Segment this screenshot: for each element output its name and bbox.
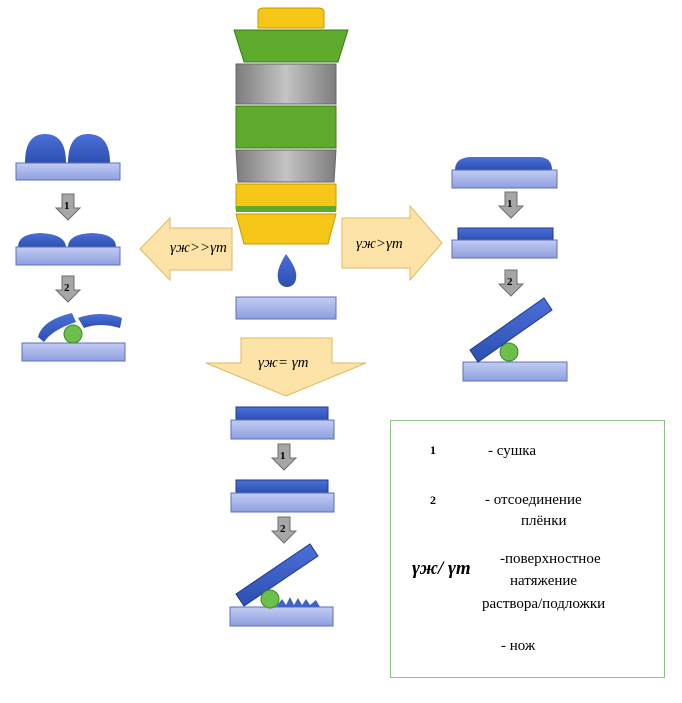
legend-drying-label: - сушка [488, 443, 536, 459]
right-column [451, 157, 568, 382]
legend-tension-label-3: раствора/подложки [482, 596, 606, 612]
right-step1-number: 1 [507, 198, 513, 210]
legend [390, 420, 665, 678]
left-arrow-label: γж>>γт [170, 240, 227, 256]
left-column [15, 134, 126, 362]
right-substrate-1 [451, 169, 558, 189]
left-film-curl-1 [38, 313, 76, 342]
left-film-a [18, 233, 66, 247]
center-step2-arrow [270, 516, 298, 544]
droplet [277, 254, 297, 287]
nozzle-green-stripe [236, 206, 336, 212]
left-substrate-2 [15, 246, 121, 266]
right-arrow-label: γж>γт [356, 236, 403, 252]
right-step2-arrow [497, 269, 525, 297]
legend-symbol: γж/ γт [412, 558, 471, 579]
nozzle-gray-2 [235, 149, 337, 183]
center-step1-arrow [270, 443, 298, 471]
left-droplet-2 [68, 134, 110, 163]
left-substrate-3 [21, 342, 126, 362]
left-knife [63, 324, 83, 344]
nozzle-green-top [233, 29, 349, 63]
center-film-lifted [235, 543, 319, 607]
center-substrate [235, 296, 337, 320]
center-step1-number: 1 [280, 450, 286, 462]
left-step2-number: 2 [64, 282, 70, 294]
left-step1-arrow [54, 193, 82, 221]
legend-detach-label-1: - отсоединение [485, 492, 582, 508]
left-arrow [139, 216, 233, 282]
center-step2-number: 2 [280, 523, 286, 535]
right-knife [499, 342, 519, 362]
center-substrate-2 [230, 492, 335, 513]
right-droplet [455, 157, 552, 170]
center-substrate-3 [229, 606, 334, 627]
legend-tension-label-1: -поверхностное [500, 551, 601, 567]
right-substrate-2 [451, 239, 558, 259]
right-arrow [341, 204, 443, 282]
center-knife [260, 589, 280, 609]
right-film [457, 227, 554, 241]
center-column [229, 406, 335, 627]
center-substrate-1 [230, 419, 335, 440]
right-step2-number: 2 [507, 276, 513, 288]
right-step1-arrow [497, 191, 525, 219]
left-film-b [68, 233, 116, 247]
nozzle-gray-1 [235, 63, 337, 105]
nozzle-cap [257, 7, 325, 29]
legend-step1-number: 1 [430, 443, 436, 457]
left-step1-number: 1 [64, 200, 70, 212]
left-film-curl-2 [78, 314, 122, 328]
right-substrate-3 [462, 361, 568, 382]
left-step2-arrow [54, 275, 82, 303]
legend-detach-label-2: плёнки [521, 513, 567, 529]
nozzle-tip [235, 213, 337, 245]
legend-step2-number: 2 [430, 493, 436, 507]
legend-knife-label: - нож [501, 638, 536, 654]
right-film-lifted [469, 297, 553, 363]
down-arrow [205, 337, 367, 397]
left-droplet-1 [25, 134, 66, 163]
center-film-2 [235, 479, 329, 494]
down-arrow-label: γж= γт [258, 355, 309, 371]
step-arrows [54, 191, 525, 544]
center-film-1 [235, 406, 329, 421]
nozzle [233, 7, 349, 245]
left-substrate-1 [15, 162, 121, 181]
nozzle-green-mid [235, 105, 337, 149]
center-film-residue [276, 597, 320, 607]
legend-tension-label-2: натяжение [510, 573, 578, 589]
